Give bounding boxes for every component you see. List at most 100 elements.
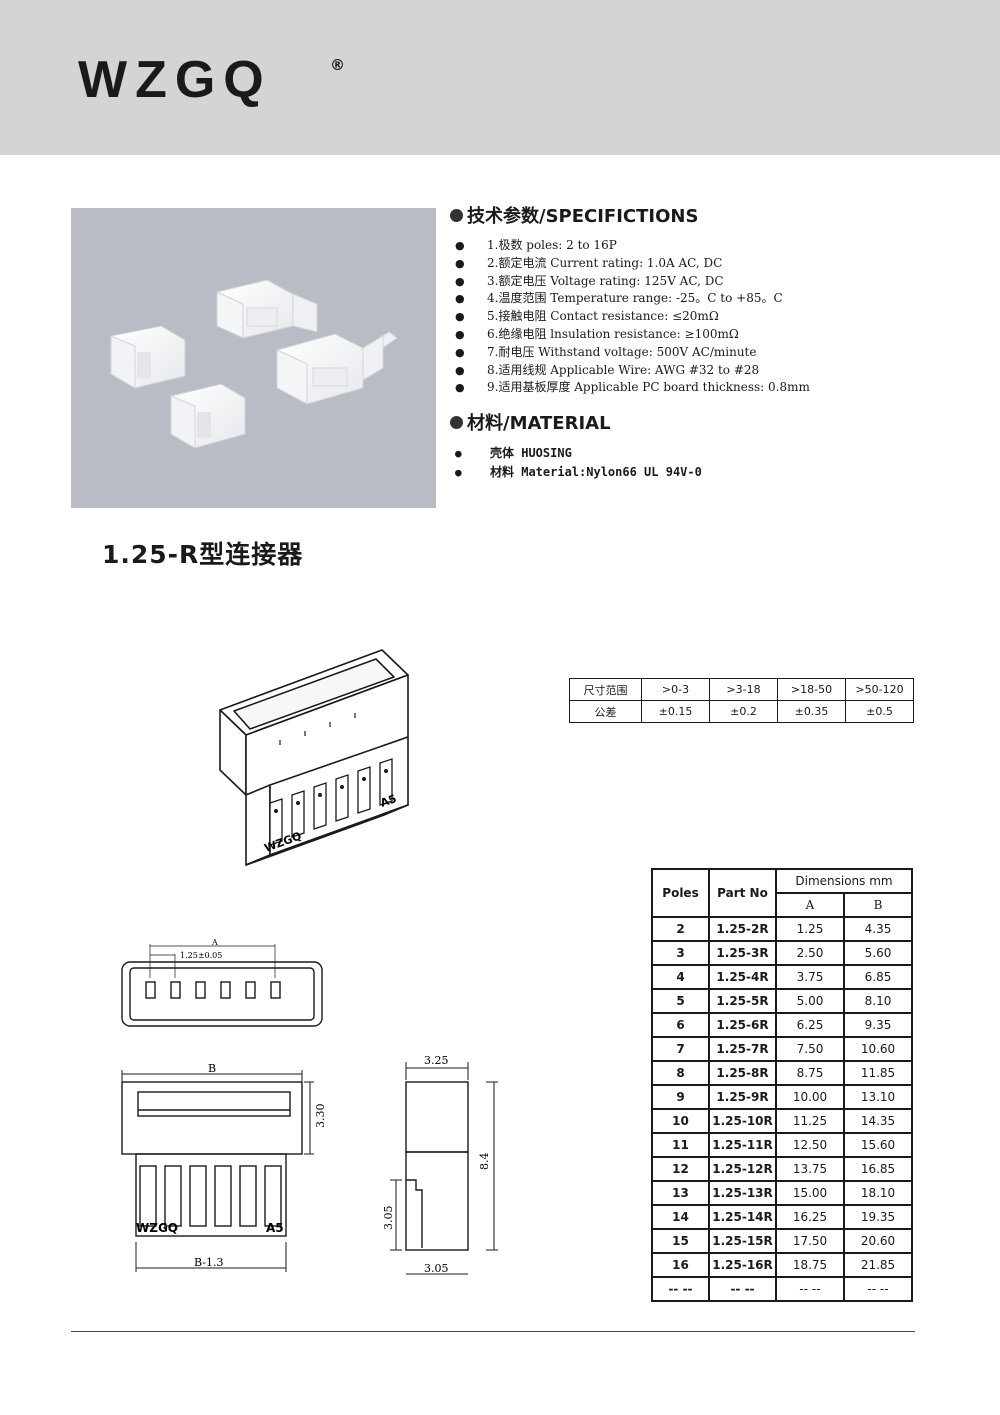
table-cell: 20.60 <box>843 1228 913 1254</box>
table-cell: -- -- <box>843 1276 913 1302</box>
tolerance-table: 尺寸范围 >0-3 >3-18 >18-50 >50-120 公差 ±0.15 … <box>569 678 914 723</box>
table-cell: 5 <box>651 988 710 1014</box>
front-brand-label: WZGQ <box>136 1221 178 1235</box>
table-cell: 1.25-6R <box>708 1012 777 1038</box>
table-cell: 公差 <box>569 700 642 723</box>
material-list: ●壳体 HUOSING ●材料 Material:Nylon66 UL 94V-… <box>450 444 970 482</box>
dim-a-label: A <box>211 938 218 947</box>
table-cell: 1.25-3R <box>708 940 777 966</box>
table-cell: 1.25-2R <box>708 916 777 942</box>
isometric-drawing: WZGQ A5 <box>219 649 409 866</box>
table-cell: 13 <box>651 1180 710 1206</box>
table-cell: 8.75 <box>775 1060 845 1086</box>
table-cell: 15.60 <box>843 1132 913 1158</box>
technical-drawings: A 1.25±0.05 B 3.30 B-1.3 <box>100 930 520 1294</box>
header-dimensions: Dimensions mm <box>775 868 913 894</box>
material-item: ●材料 Material:Nylon66 UL 94V-0 <box>455 465 702 480</box>
side-dim-left-label: 3.05 <box>382 1206 395 1231</box>
footer-divider <box>71 1331 915 1332</box>
table-cell: 6 <box>651 1012 710 1038</box>
front-view-outline <box>121 1081 303 1155</box>
table-cell: 16 <box>651 1252 710 1278</box>
table-cell: ±0.5 <box>845 700 914 723</box>
table-cell: >18-50 <box>777 678 846 701</box>
table-cell: >3-18 <box>709 678 778 701</box>
header-poles: Poles <box>651 868 710 918</box>
table-cell: 尺寸范围 <box>569 678 642 701</box>
table-cell: 1.25-10R <box>708 1108 777 1134</box>
spec-item: ●1.极数 poles: 2 to 16P <box>455 238 617 252</box>
table-cell: 13.75 <box>775 1156 845 1182</box>
table-cell: 9.35 <box>843 1012 913 1038</box>
table-cell: 11.85 <box>843 1060 913 1086</box>
product-photo <box>71 208 436 508</box>
table-row: 公差 ±0.15 ±0.2 ±0.35 ±0.5 <box>569 700 914 723</box>
spec-item: ●8.适用线规 Applicable Wire: AWG #32 to #28 <box>455 362 760 377</box>
side-dim-top-label: 3.25 <box>424 1054 449 1067</box>
table-cell: 15.00 <box>775 1180 845 1206</box>
spec-list: ●1.极数 poles: 2 to 16P ●2.额定电流 Current ra… <box>450 237 970 397</box>
table-cell: 1.25-14R <box>708 1204 777 1230</box>
table-cell: -- -- <box>775 1276 845 1302</box>
table-row: -- ---- ---- ---- -- <box>651 1276 913 1302</box>
dim-b-label: B <box>208 1062 216 1075</box>
table-cell: ±0.35 <box>777 700 846 723</box>
table-cell: 14 <box>651 1204 710 1230</box>
table-cell: 7.50 <box>775 1036 845 1062</box>
table-cell: 4.35 <box>843 916 913 942</box>
table-cell: 1.25-9R <box>708 1084 777 1110</box>
table-cell: >50-120 <box>845 678 914 701</box>
table-cell: 7 <box>651 1036 710 1062</box>
front-code-label: A5 <box>266 1221 284 1235</box>
orthographic-views: A 1.25±0.05 B 3.30 B-1.3 <box>121 938 498 1275</box>
table-header-row: A B <box>652 892 913 918</box>
dim-pitch-label: 1.25±0.05 <box>180 951 222 960</box>
table-cell: -- -- <box>651 1276 710 1302</box>
table-cell: 1.25-15R <box>708 1228 777 1254</box>
side-dim-bottom-label: 3.05 <box>424 1262 449 1275</box>
bullet-dot-icon <box>450 208 463 222</box>
table-cell: 8.10 <box>843 988 913 1014</box>
plug-part-1 <box>216 279 318 339</box>
side-view-outline <box>405 1081 469 1153</box>
table-cell: 1.25-5R <box>708 988 777 1014</box>
dim-height-label: 3.30 <box>314 1104 327 1129</box>
header-a: A <box>775 892 845 918</box>
table-cell: 5.00 <box>775 988 845 1014</box>
header-part-no: Part No <box>708 868 777 918</box>
table-cell: 1.25-4R <box>708 964 777 990</box>
table-cell: -- -- <box>708 1276 777 1302</box>
table-cell: ±0.15 <box>641 700 710 723</box>
table-cell: 13.10 <box>843 1084 913 1110</box>
header-b: B <box>843 892 913 918</box>
spec-item: ●6.绝缘电阻 lnsulation resistance: ≥100mΩ <box>455 326 739 341</box>
spec-item: ●3.额定电压 Voltage rating: 125V AC, DC <box>455 273 724 288</box>
specifications-heading: 技术参数/SPECIFICTIONS <box>450 202 970 228</box>
table-cell: 14.35 <box>843 1108 913 1134</box>
material-heading: 材料/MATERIAL <box>450 409 970 435</box>
brand-logo: WZGQ <box>78 51 272 109</box>
table-cell: 1.25 <box>775 916 845 942</box>
housing-part-2 <box>170 383 246 449</box>
registered-mark: ® <box>330 56 345 74</box>
top-view-outline <box>121 961 323 1027</box>
table-cell: ±0.2 <box>709 700 778 723</box>
spec-item: ●7.耐电压 Withstand voltage: 500V AC/minute <box>455 344 757 359</box>
table-cell: 10.60 <box>843 1036 913 1062</box>
specifications-section: 技术参数/SPECIFICTIONS ●1.极数 poles: 2 to 16P… <box>450 202 970 482</box>
table-cell: 6.25 <box>775 1012 845 1038</box>
isometric-connector-view: WZGQ A5 <box>210 645 420 879</box>
side-dim-height-label: 8.4 <box>478 1153 491 1171</box>
